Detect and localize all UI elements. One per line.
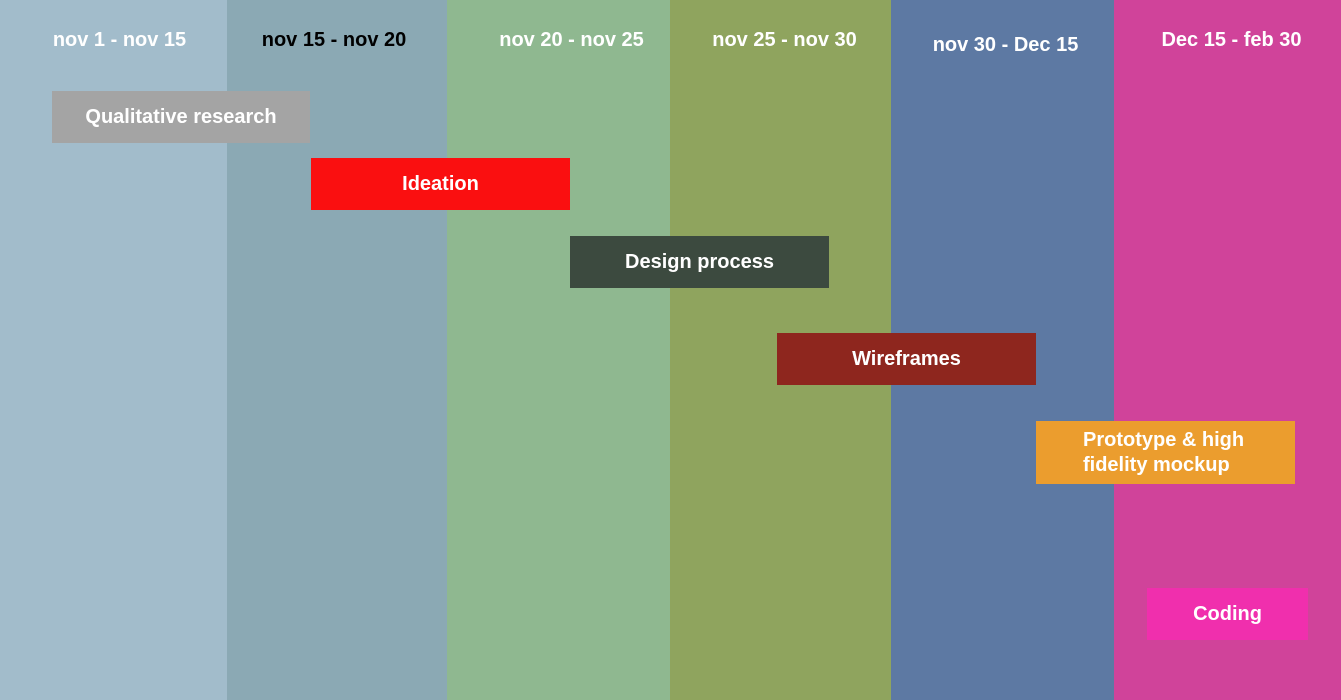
task-ideation: Ideation xyxy=(311,158,570,210)
task-label: Prototype & high fidelity mockup xyxy=(1083,428,1245,476)
task-qualitative-research: Qualitative research xyxy=(52,91,310,143)
task-label: Ideation xyxy=(402,172,479,195)
column-header: nov 30 - Dec 15 xyxy=(932,34,1079,56)
column-header: Dec 15 - feb 30 xyxy=(1161,29,1302,51)
task-prototype-mockup: Prototype & high fidelity mockup xyxy=(1036,421,1295,484)
task-design-process: Design process xyxy=(570,236,829,288)
task-coding: Coding xyxy=(1147,588,1308,640)
timeline-column-6: Dec 15 - feb 30 xyxy=(1114,0,1341,700)
column-header: nov 20 - nov 25 xyxy=(499,29,644,51)
timeline-column-3: nov 20 - nov 25 xyxy=(447,0,670,700)
column-header: nov 15 - nov 20 xyxy=(261,29,407,51)
task-label: Wireframes xyxy=(852,347,961,370)
task-label: Design process xyxy=(625,250,774,273)
column-header: nov 25 - nov 30 xyxy=(712,29,857,51)
task-label: Coding xyxy=(1193,602,1262,625)
task-wireframes: Wireframes xyxy=(777,333,1036,385)
task-label: Qualitative research xyxy=(85,105,277,128)
column-header: nov 1 - nov 15 xyxy=(52,29,187,51)
